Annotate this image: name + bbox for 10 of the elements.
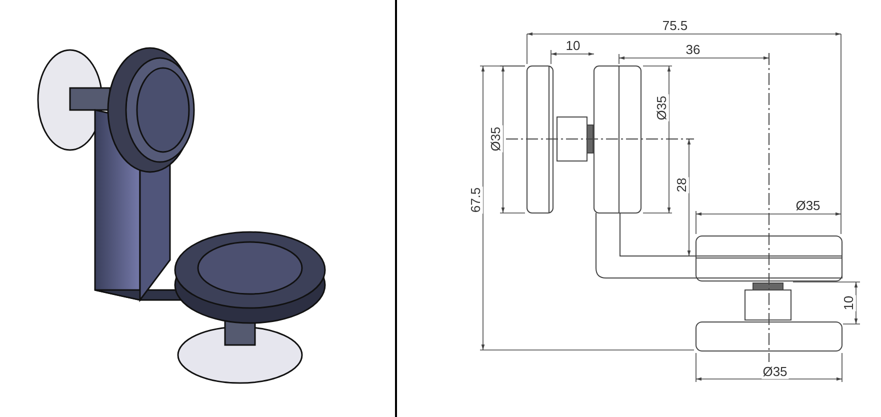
dimension-label: 67.5 — [469, 186, 483, 214]
dimension-label: 10 — [842, 294, 856, 312]
dimension-label: Ø35 — [762, 365, 788, 379]
dimension-label: 10 — [564, 39, 582, 53]
dimension-label: 28 — [675, 176, 689, 194]
dimension-label: 36 — [684, 43, 702, 57]
dimension-label: Ø35 — [794, 199, 822, 213]
dimension-label: Ø35 — [655, 94, 669, 122]
dimension-label: 75.5 — [661, 19, 689, 33]
dimension-label: Ø35 — [489, 126, 503, 152]
